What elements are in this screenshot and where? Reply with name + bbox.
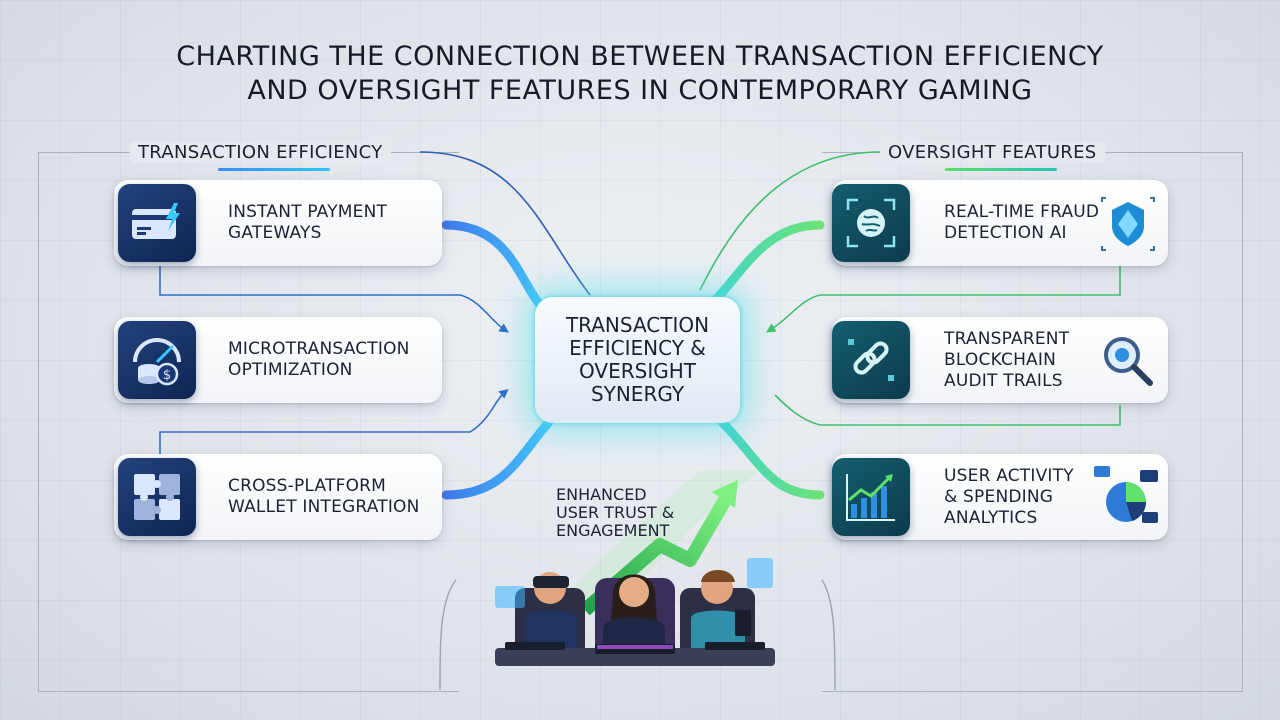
card-user-activity-analytics: USER ACTIVITY & SPENDING ANALYTICS [832, 454, 1168, 540]
svg-text:$: $ [163, 368, 171, 383]
page-title-line-1: CHARTING THE CONNECTION BETWEEN TRANSACT… [176, 41, 1104, 72]
hub-line-2: EFFICIENCY & [569, 336, 706, 360]
card-label-line-1: MICROTRANSACTION [228, 339, 410, 359]
card-blockchain-audit-trails: TRANSPARENT BLOCKCHAIN AUDIT TRAILS [832, 317, 1168, 403]
card-label-line-2: BLOCKCHAIN [944, 349, 1057, 370]
card-label-line-2: GATEWAYS [228, 223, 322, 243]
card-cross-platform-wallet: CROSS-PLATFORM WALLET INTEGRATION [114, 454, 442, 540]
card-fraud-detection-ai: REAL-TIME FRAUD DETECTION AI [832, 180, 1168, 266]
section-label-oversight-features: OVERSIGHT FEATURES [880, 142, 1105, 163]
card-microtransaction-optimization: $ MICROTRANSACTION OPTIMIZATION [114, 317, 442, 403]
section-underline-right [945, 168, 1057, 171]
card-label-line-2: OPTIMIZATION [228, 360, 353, 380]
puzzle-icon [118, 458, 196, 536]
hub-line-3: OVERSIGHT [579, 359, 696, 383]
card-label-line-1: USER ACTIVITY [944, 465, 1074, 486]
flow-left-3 [441, 405, 565, 500]
card-label-line-2: & SPENDING [944, 486, 1054, 507]
gamers-illustration [495, 558, 775, 666]
flow-right-3 [715, 415, 825, 500]
pie-chart-icon [1094, 466, 1158, 523]
section-underline-left [218, 168, 330, 171]
page-title-line-2: AND OVERSIGHT FEATURES IN CONTEMPORARY G… [247, 75, 1033, 106]
gauge-coins-icon: $ [118, 321, 196, 399]
ai-brain-icon [832, 184, 910, 262]
outcome-line-2: USER TRUST & [556, 503, 675, 522]
outcome-label: ENHANCED USER TRUST & ENGAGEMENT [556, 486, 674, 540]
credit-card-lightning-icon [118, 184, 196, 262]
chain-link-icon [832, 321, 910, 399]
outcome-line-1: ENHANCED [556, 485, 647, 504]
card-label-line-1: INSTANT PAYMENT [228, 202, 388, 222]
card-label-line-1: TRANSPARENT [944, 328, 1070, 349]
outcome-line-3: ENGAGEMENT [556, 521, 670, 540]
hub-line-4: SYNERGY [590, 382, 685, 406]
synergy-hub: TRANSACTION EFFICIENCY & OVERSIGHT SYNER… [535, 297, 740, 423]
card-label-line-1: REAL-TIME FRAUD [944, 202, 1100, 222]
card-label-line-1: CROSS-PLATFORM [228, 476, 387, 496]
card-label-line-2: WALLET INTEGRATION [228, 497, 420, 517]
card-label-line-3: AUDIT TRAILS [944, 370, 1063, 391]
card-label-line-3: ANALYTICS [944, 507, 1038, 528]
shield-network-icon [1101, 197, 1155, 251]
card-label-line-2: DETECTION AI [944, 223, 1067, 243]
hub-line-1: TRANSACTION [565, 313, 710, 337]
card-instant-payment-gateways: INSTANT PAYMENT GATEWAYS [114, 180, 442, 266]
section-label-transaction-efficiency: TRANSACTION EFFICIENCY [130, 142, 391, 163]
magnifier-icon [1104, 337, 1153, 386]
growth-chart-icon [832, 458, 910, 536]
